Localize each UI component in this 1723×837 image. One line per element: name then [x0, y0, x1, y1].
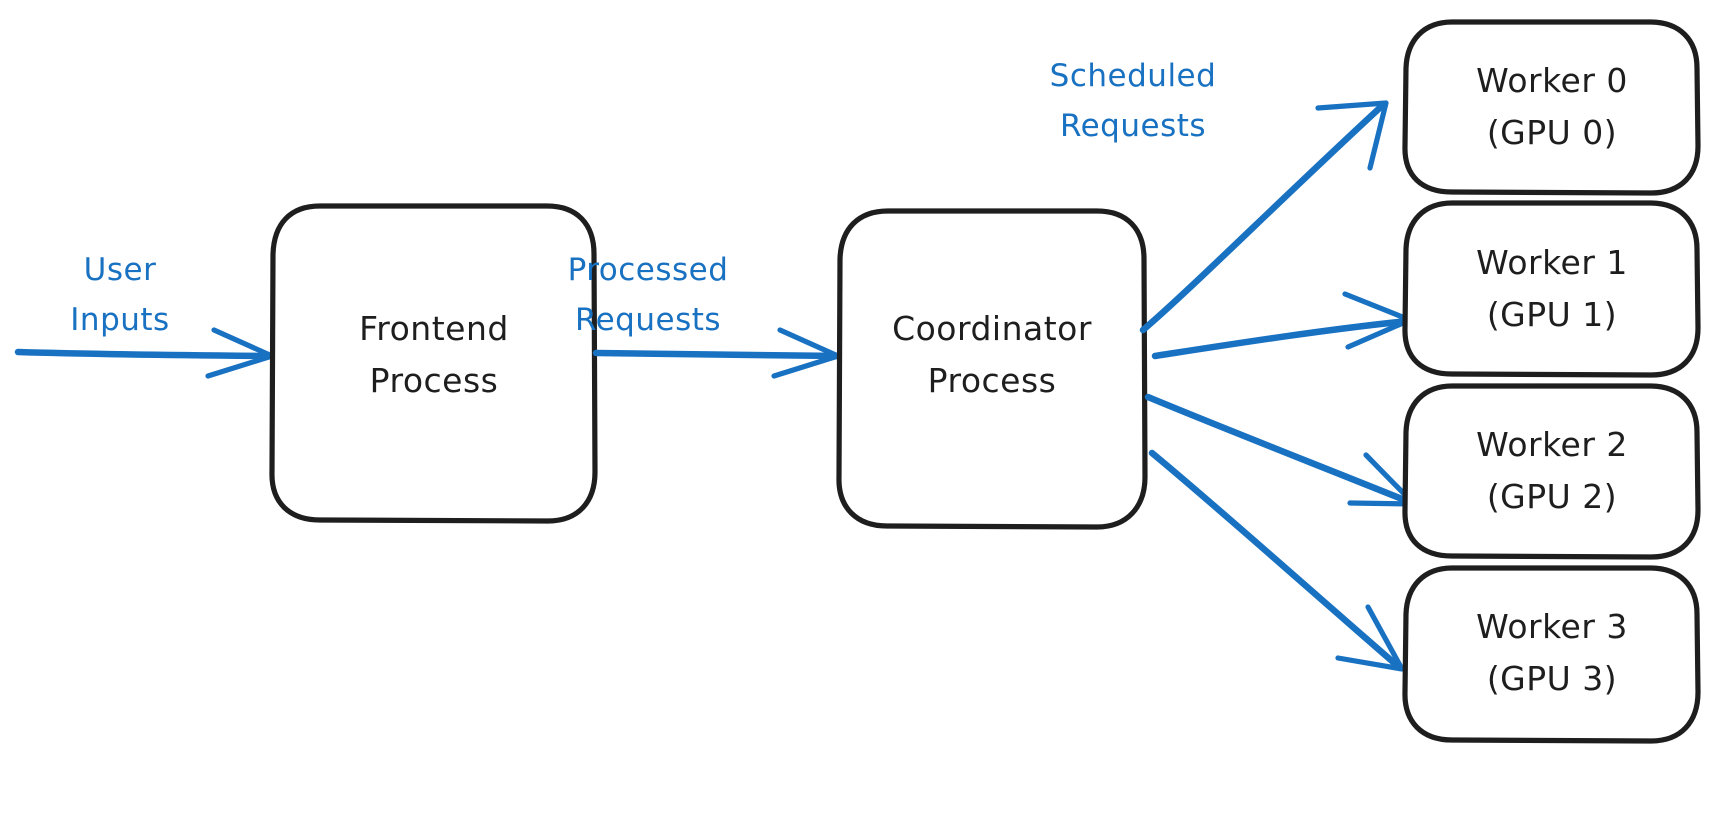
node-worker-3[interactable]: Worker 3 (GPU 3)	[1402, 565, 1701, 744]
worker3-arrow-shaft	[1148, 449, 1404, 672]
worker-1-box	[1402, 200, 1701, 378]
user-inputs-label-line1: User	[84, 252, 157, 288]
worker0-arrow-shaft	[1139, 100, 1388, 334]
edge-label-user-inputs: User Inputs	[70, 252, 169, 338]
worker-3-label-line2: (GPU 3)	[1487, 659, 1617, 698]
edge-label-processed-requests: Processed Requests	[568, 252, 729, 338]
worker-0-label-line1: Worker 0	[1476, 61, 1628, 100]
frontend-process-label-line1: Frontend	[359, 309, 509, 348]
worker-3-label-line1: Worker 3	[1476, 607, 1628, 646]
processed-requests-arrow-shaft	[592, 349, 842, 360]
worker0-arrow-head	[1315, 100, 1389, 171]
node-coordinator-process[interactable]: Coordinator Process	[836, 208, 1148, 530]
worker-1-label-line2: (GPU 1)	[1487, 295, 1617, 334]
scheduled-requests-label-line2: Requests	[1060, 108, 1206, 144]
worker-2-label-line1: Worker 2	[1476, 425, 1628, 464]
frontend-process-box	[269, 203, 598, 524]
node-worker-2[interactable]: Worker 2 (GPU 2)	[1402, 383, 1701, 560]
node-worker-1[interactable]: Worker 1 (GPU 1)	[1402, 200, 1701, 378]
processed-requests-label-line1: Processed	[568, 252, 729, 288]
processed-requests-label-line2: Requests	[575, 302, 721, 338]
node-frontend-process[interactable]: Frontend Process	[269, 203, 598, 524]
worker-0-box	[1402, 19, 1701, 196]
edge-coordinator-to-worker-1	[1151, 291, 1413, 360]
coordinator-process-label-line1: Coordinator	[892, 309, 1092, 348]
node-worker-0[interactable]: Worker 0 (GPU 0)	[1402, 19, 1701, 196]
worker3-arrow-head	[1335, 604, 1405, 672]
coordinator-process-box	[836, 208, 1148, 530]
worker1-arrow-shaft	[1151, 317, 1412, 360]
edge-coordinator-to-worker-3	[1148, 449, 1405, 672]
edge-label-scheduled-requests: Scheduled Requests	[1050, 58, 1217, 144]
worker-2-box	[1402, 383, 1701, 560]
edge-coordinator-to-worker-2	[1144, 393, 1417, 507]
edge-coordinator-to-worker-0	[1139, 100, 1389, 334]
user-inputs-arrow-shaft	[14, 348, 276, 360]
worker-0-label-line2: (GPU 0)	[1487, 113, 1617, 152]
scheduled-requests-label-line1: Scheduled	[1050, 58, 1217, 94]
frontend-process-label-line2: Process	[370, 361, 499, 400]
worker-2-label-line2: (GPU 2)	[1487, 477, 1617, 516]
worker2-arrow-shaft	[1144, 393, 1416, 507]
worker-1-label-line1: Worker 1	[1476, 243, 1628, 282]
worker-3-box	[1402, 565, 1701, 744]
user-inputs-label-line2: Inputs	[70, 302, 169, 338]
coordinator-process-label-line2: Process	[928, 361, 1057, 400]
